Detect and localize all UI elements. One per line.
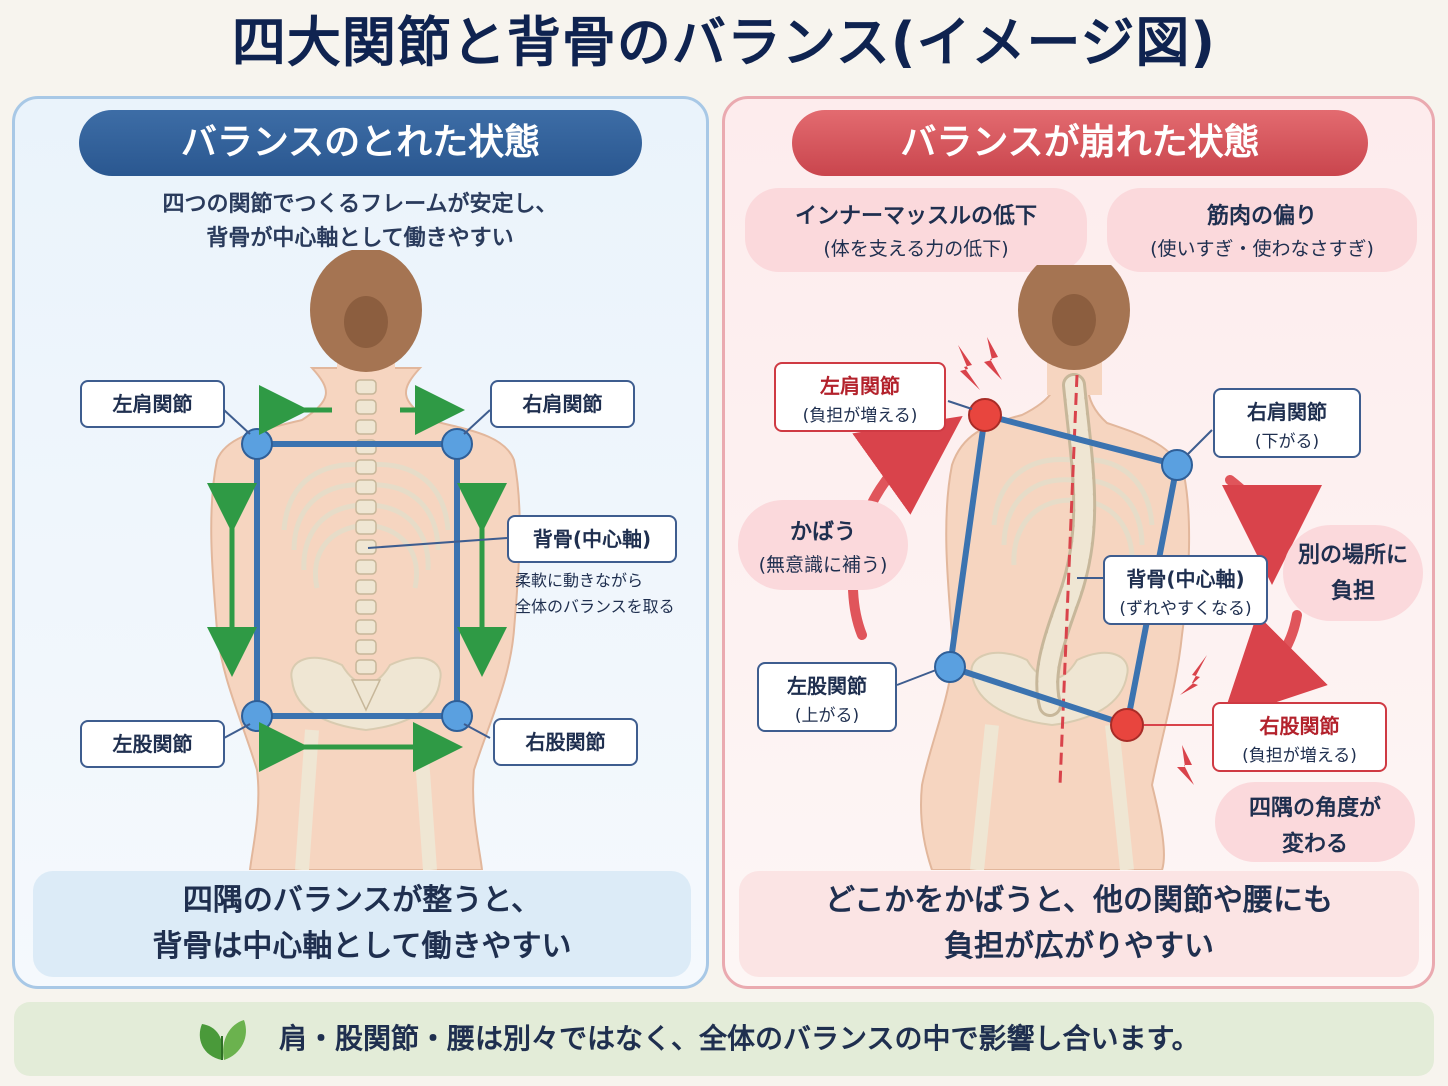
right-hip-joint-strained <box>1110 708 1144 742</box>
other-place-bubble: 別の場所に 負担 <box>1283 525 1423 621</box>
lightning-icon <box>984 337 1002 380</box>
balanced-summary: 四隅のバランスが整うと、 背骨は中心軸として働きやすい <box>33 871 691 977</box>
lightning-icon <box>1180 655 1207 695</box>
right-shoulder-joint <box>441 428 473 460</box>
left-shoulder-strain-label: 左肩関節 (負担が増える) <box>774 362 946 432</box>
balanced-description: 四つの関節でつくるフレームが安定し、 背骨が中心軸として働きやすい <box>162 192 558 251</box>
main-title: 四大関節と背骨のバランス(イメージ図) <box>231 11 1217 74</box>
spine-note: 柔軟に動きながら 全体のバランスを取る <box>515 571 675 616</box>
spine-shift-label: 背骨(中心軸) (ずれやすくなる) <box>1103 555 1268 625</box>
footer-banner: 肩・股関節・腰は別々ではなく、全体のバランスの中で影響し合います。 <box>14 1002 1434 1076</box>
lightning-icon <box>958 345 980 390</box>
inner-muscle-bubble: インナーマッスルの低下 (体を支える力の低下) <box>745 188 1087 272</box>
ribcage <box>281 461 451 589</box>
right-hip-label: 右股関節 <box>493 718 638 766</box>
unbalanced-heading: バランスが崩れた状態 <box>792 110 1368 176</box>
left-hip-joint <box>934 651 966 683</box>
unbalanced-summary: どこかをかばうと、他の関節や腰にも 負担が広がりやすい <box>739 871 1419 977</box>
right-hip-strain-label: 右股関節 (負担が増える) <box>1212 702 1387 772</box>
leaf-icon <box>199 1020 246 1060</box>
lightning-icon <box>1177 745 1194 785</box>
left-shoulder-joint <box>241 428 273 460</box>
balance-arrows <box>207 385 507 772</box>
spine-label: 背骨(中心軸) <box>507 515 677 563</box>
right-shoulder-label: 右肩関節 <box>490 380 635 428</box>
right-shoulder-drop-label: 右肩関節 (下がる) <box>1213 388 1361 458</box>
spine <box>350 379 382 712</box>
left-hip-label: 左股関節 <box>80 720 225 768</box>
muscle-imbalance-bubble: 筋肉の偏り (使いすぎ・使わなさすぎ) <box>1107 188 1417 272</box>
angle-change-bubble: 四隅の角度が 変わる <box>1215 782 1415 862</box>
unbalanced-body-figure <box>847 265 1328 870</box>
footer-text: 肩・股関節・腰は別々ではなく、全体のバランスの中で影響し合います。 <box>279 1022 1200 1055</box>
left-shoulder-joint-strained <box>968 398 1002 432</box>
left-hip-raise-label: 左股関節 (上がる) <box>757 662 897 732</box>
left-shoulder-label: 左肩関節 <box>80 380 225 428</box>
center-axis-line <box>1058 374 1079 786</box>
balanced-heading: バランスのとれた状態 <box>79 110 642 176</box>
compensate-bubble: かばう (無意識に補う) <box>738 500 908 590</box>
right-shoulder-joint <box>1161 449 1193 481</box>
balanced-body-figure <box>207 250 521 870</box>
